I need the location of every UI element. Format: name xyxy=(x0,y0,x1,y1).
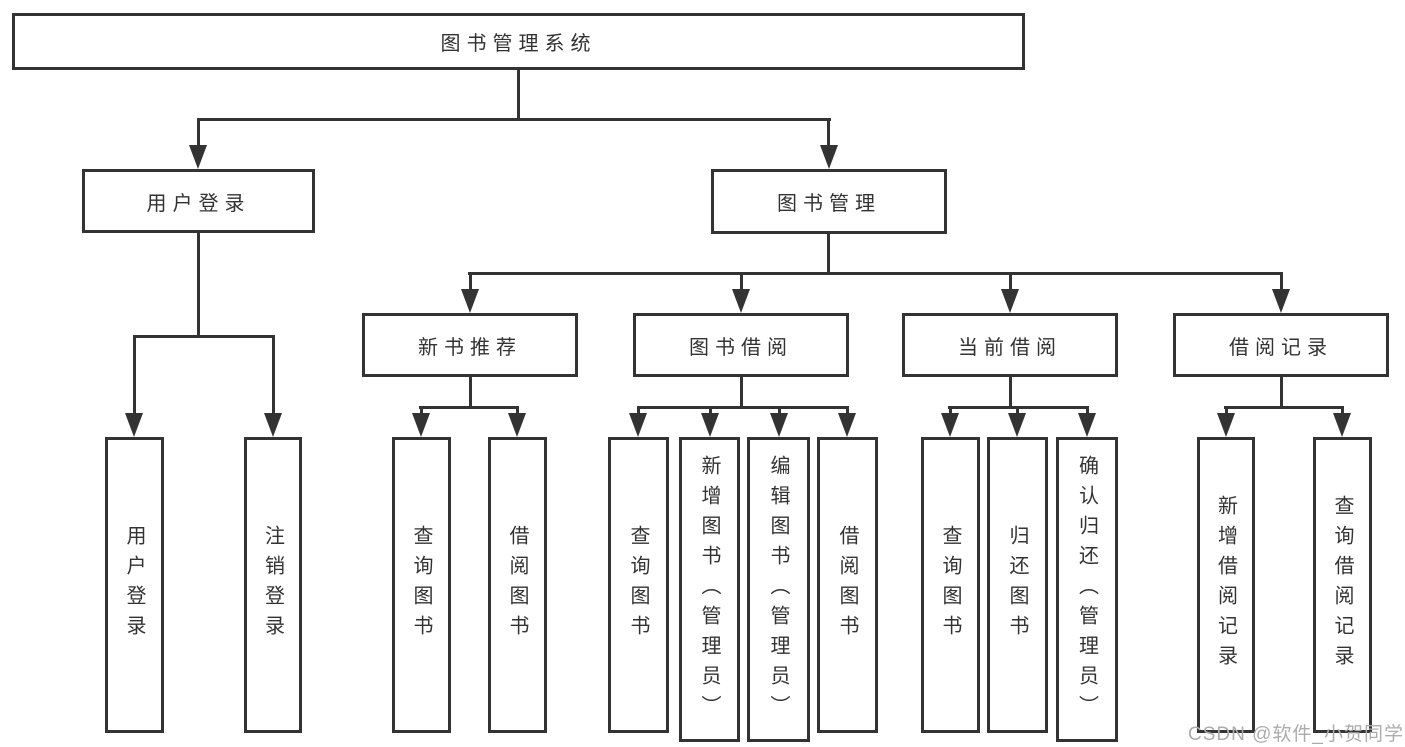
node-book-borrow-label: 图书借阅 xyxy=(689,336,793,359)
leaf-nb-query-book-label: 查询图书 xyxy=(410,525,432,645)
leaf-bb-add-book-label: 新增图书（管理员） xyxy=(698,454,720,725)
arrow-down-icon xyxy=(508,413,526,437)
leaf-cb-return-book: 归还图书 xyxy=(987,437,1048,733)
connector-book-borrow-stem xyxy=(740,272,743,291)
leaf-br-add-record: 新增借阅记录 xyxy=(1197,437,1255,733)
arrow-down-icon xyxy=(1008,413,1026,437)
node-library-management-system: 图书管理系统 xyxy=(12,13,1025,70)
connector-book-management-stem xyxy=(827,118,830,148)
arrow-down-icon xyxy=(125,413,143,437)
leaf-bb-add-book: 新增图书（管理员） xyxy=(679,437,740,742)
node-user-login: 用户登录 xyxy=(82,169,315,233)
leaf-bb-edit-book: 编辑图书（管理员） xyxy=(747,437,810,742)
node-borrow-records: 借阅记录 xyxy=(1173,313,1389,377)
node-current-borrow-label: 当前借阅 xyxy=(958,336,1062,359)
connector-br-child2-stem xyxy=(1341,406,1344,415)
connector-user-login-branch-stem xyxy=(197,233,200,337)
connector-bb-split-stem xyxy=(740,377,743,409)
connector-cb-child3-stem xyxy=(1086,406,1089,415)
node-new-book-recommend-label: 新书推荐 xyxy=(418,336,522,359)
arrow-down-icon xyxy=(941,413,959,437)
leaf-nb-borrow-book: 借阅图书 xyxy=(488,437,547,733)
leaf-cb-query-book-label: 查询图书 xyxy=(939,525,961,645)
arrow-down-icon xyxy=(770,413,788,437)
connector-bb-child3-stem xyxy=(778,406,781,415)
leaf-br-query-record: 查询借阅记录 xyxy=(1313,437,1372,733)
arrow-down-icon xyxy=(629,413,647,437)
node-book-management-label: 图书管理 xyxy=(777,193,881,215)
node-borrow-records-label: 借阅记录 xyxy=(1229,336,1333,359)
arrow-down-icon xyxy=(189,145,207,169)
leaf-cb-query-book: 查询图书 xyxy=(921,437,980,733)
connector-bb-hline xyxy=(637,406,849,409)
connector-new-book-recommend-stem xyxy=(469,272,472,291)
leaf-bb-query-book: 查询图书 xyxy=(608,437,669,733)
arrow-down-icon xyxy=(1001,289,1019,313)
leaf-cb-confirm-return-label: 确认归还（管理员） xyxy=(1075,454,1098,725)
connector-leaf-logout-stem xyxy=(272,335,275,415)
leaf-nb-query-book: 查询图书 xyxy=(392,437,451,733)
arrow-down-icon xyxy=(1333,413,1351,437)
connector-level2-hline xyxy=(468,272,1282,275)
leaf-user-login-label: 用户登录 xyxy=(123,525,145,645)
connector-br-hline xyxy=(1224,406,1344,409)
node-book-borrow: 图书借阅 xyxy=(633,313,849,377)
csdn-watermark: CSDN @软件_小贺同学 xyxy=(1188,724,1404,745)
arrow-down-icon xyxy=(264,413,282,437)
leaf-bb-borrow-book: 借阅图书 xyxy=(817,437,878,733)
arrow-down-icon xyxy=(701,413,719,437)
arrow-down-icon xyxy=(820,145,838,169)
leaf-cb-confirm-return: 确认归还（管理员） xyxy=(1056,437,1118,742)
connector-bb-child2-stem xyxy=(709,406,712,415)
connector-borrow-records-stem xyxy=(1280,272,1283,291)
connector-bb-child4-stem xyxy=(846,406,849,415)
leaf-cb-return-book-label: 归还图书 xyxy=(1006,525,1028,645)
connector-nb-hline xyxy=(419,406,519,409)
connector-nb-child2-stem xyxy=(516,406,519,415)
node-new-book-recommend: 新书推荐 xyxy=(362,313,578,377)
connector-br-child1-stem xyxy=(1225,406,1228,415)
connector-leaf-user-login-stem xyxy=(133,335,136,415)
leaf-logout: 注销登录 xyxy=(244,437,302,733)
connector-br-split-stem xyxy=(1280,377,1283,409)
node-current-borrow: 当前借阅 xyxy=(902,313,1118,377)
connector-cb-split-stem xyxy=(1009,377,1012,409)
arrow-down-icon xyxy=(838,413,856,437)
connector-root-stem xyxy=(517,70,520,118)
node-user-login-label: 用户登录 xyxy=(146,192,251,215)
leaf-nb-borrow-book-label: 借阅图书 xyxy=(506,525,528,645)
connector-cb-child2-stem xyxy=(1016,406,1019,415)
node-library-management-system-label: 图书管理系统 xyxy=(440,33,597,55)
arrow-down-icon xyxy=(1272,289,1290,313)
leaf-bb-query-book-label: 查询图书 xyxy=(627,525,649,645)
leaf-user-login: 用户登录 xyxy=(105,437,164,733)
connector-book-management-branch-stem xyxy=(827,234,830,274)
connector-cb-child1-stem xyxy=(949,406,952,415)
node-book-management: 图书管理 xyxy=(711,169,947,234)
connector-nb-child1-stem xyxy=(420,406,423,415)
connector-nb-split-stem xyxy=(469,377,472,409)
leaf-br-add-record-label: 新增借阅记录 xyxy=(1214,495,1237,675)
connector-user-login-hline xyxy=(133,335,275,338)
arrow-down-icon xyxy=(412,413,430,437)
leaf-bb-borrow-book-label: 借阅图书 xyxy=(836,525,858,645)
connector-user-login-stem xyxy=(197,118,200,148)
leaf-bb-edit-book-label: 编辑图书（管理员） xyxy=(767,454,789,725)
connector-current-borrow-stem xyxy=(1009,272,1012,291)
connector-level1-hline xyxy=(197,118,831,121)
leaf-br-query-record-label: 查询借阅记录 xyxy=(1331,495,1353,675)
arrow-down-icon xyxy=(461,289,479,313)
connector-bb-child1-stem xyxy=(637,406,640,415)
leaf-logout-label: 注销登录 xyxy=(261,525,284,645)
arrow-down-icon xyxy=(1217,413,1235,437)
arrow-down-icon xyxy=(732,289,750,313)
arrow-down-icon xyxy=(1078,413,1096,437)
